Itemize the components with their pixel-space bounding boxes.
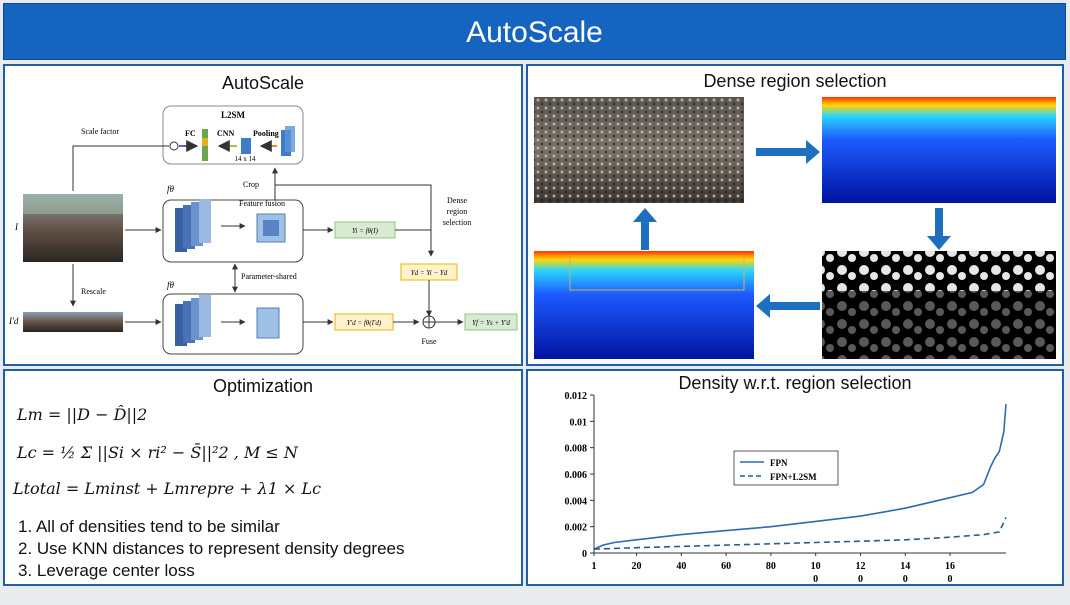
- dense-selection-label-2: region: [447, 207, 467, 216]
- feature-fusion-label: Feature fusion: [239, 199, 285, 208]
- pooling-label: Pooling: [253, 129, 279, 138]
- y-tick-label: 0.01: [570, 417, 588, 428]
- binary-mask: [822, 251, 1056, 359]
- loss-equation-m: Lm = ||D − D̂||2: [17, 405, 148, 424]
- series-line-1: [593, 517, 1007, 550]
- point-2: 2. Use KNN distances to represent densit…: [18, 539, 405, 558]
- y-tick-label: 0.002: [565, 523, 588, 534]
- x-tick-label: 80: [766, 561, 776, 572]
- autoscale-panel: AutoScale L2SM FC CNN 14 x 14: [3, 64, 523, 366]
- legend-label-1: FPN+L2SM: [770, 472, 817, 482]
- rescaled-image: [23, 312, 123, 332]
- crowd-photo: [534, 97, 744, 203]
- selection-rectangle: [569, 255, 745, 291]
- density-map: [822, 97, 1056, 203]
- autoscale-diagram: L2SM FC CNN 14 x 14 Pooling Scale factor…: [8, 105, 518, 355]
- x-tick-label: 0: [858, 574, 863, 584]
- density-panel-title: Density w.r.t. region selection: [678, 373, 912, 393]
- f-theta-bottom-label: fθ: [167, 280, 175, 290]
- conv-stack-bottom: [175, 295, 211, 346]
- x-tick-label: 0: [813, 574, 818, 584]
- optimization-panel: Optimization Lm = ||D − D̂||2 Lc = ½ Σ |…: [3, 369, 523, 586]
- legend-box: [733, 450, 839, 486]
- x-tick-label: 16: [945, 561, 955, 572]
- input-i-label: I: [14, 222, 19, 232]
- size-label: 14 x 14: [235, 155, 257, 163]
- crop-label: Crop: [243, 180, 259, 189]
- l2sm-box: L2SM FC CNN 14 x 14 Pooling: [162, 105, 304, 165]
- flow-arrows: [633, 140, 951, 318]
- dense-region-panel: Dense region selection: [526, 64, 1064, 366]
- x-tick-label: 0: [948, 574, 953, 584]
- f-theta-top-label: fθ: [167, 184, 175, 194]
- output-node-icon: [169, 141, 179, 151]
- selected-region-map: [534, 251, 754, 359]
- arrow-right-icon: [756, 140, 820, 164]
- loss-equation-c: Lc = ½ Σ ||Si × ri² − S̄||²2 , M ≤ N: [17, 443, 298, 462]
- x-tick-label: 10: [811, 561, 821, 572]
- x-tick-label: 14: [900, 561, 910, 572]
- y-d-prime-label: Y'd = fθ(I'd): [347, 319, 382, 327]
- y-tick-label: 0.006: [565, 470, 588, 481]
- y-tick-label: 0.012: [565, 391, 588, 402]
- x-tick-label: 12: [855, 561, 865, 572]
- dense-selection-label-1: Dense: [447, 196, 467, 205]
- header-banner: AutoScale: [3, 3, 1066, 60]
- fc-label: FC: [185, 129, 196, 138]
- x-tick-label: 40: [676, 561, 686, 572]
- dense-selection-label-3: selection: [443, 218, 471, 227]
- autoscale-panel-title: AutoScale: [221, 73, 305, 93]
- conv-stack-top: [175, 199, 211, 252]
- y-tick-label: 0.008: [565, 444, 588, 455]
- l2sm-label: L2SM: [221, 110, 246, 120]
- y-tick-label: 0: [582, 549, 587, 560]
- x-tick-label: 0: [903, 574, 908, 584]
- legend-label-0: FPN: [770, 458, 788, 468]
- optimization-panel-title: Optimization: [212, 376, 314, 396]
- x-tick-label: 60: [721, 561, 731, 572]
- y-i-label: Yi = fθ(I): [352, 227, 379, 235]
- y-d-label: Yd = Yi − Yd: [411, 269, 448, 277]
- series-line-0: [593, 404, 1007, 550]
- scale-factor-label: Scale factor: [81, 127, 119, 136]
- parameter-shared-label: Parameter-shared: [241, 272, 297, 281]
- fusion-block-bottom: [256, 307, 280, 339]
- arrow-down-icon: [927, 208, 951, 250]
- point-1: 1. All of densities tend to be similar: [18, 517, 280, 536]
- y-f-label: Yf = Ys + Y'd: [472, 319, 510, 327]
- y-f-box: [464, 313, 518, 331]
- dense-region-figure: [534, 97, 1056, 359]
- arrow-up-icon: [633, 208, 657, 250]
- input-rescaled-label: I'd: [8, 316, 19, 326]
- arrow-left-icon: [756, 294, 820, 318]
- loss-equation-total: Ltotal = Lminst + Lmrepre + λ1 × Lc: [13, 479, 322, 498]
- cnn-label: CNN: [217, 129, 235, 138]
- fuse-label: Fuse: [421, 337, 437, 346]
- x-tick-label: 1: [592, 561, 597, 572]
- point-3: 3. Leverage center loss: [18, 561, 195, 580]
- dense-region-panel-title: Dense region selection: [703, 71, 887, 91]
- density-panel: Density w.r.t. region selection 0 0.002 0.…: [526, 369, 1064, 586]
- x-tick-label: 20: [632, 561, 642, 572]
- cnn-block-icon: [241, 138, 251, 154]
- page-title: AutoScale: [466, 16, 603, 49]
- y-tick-label: 0.004: [565, 496, 588, 507]
- rescale-label: Rescale: [81, 287, 106, 296]
